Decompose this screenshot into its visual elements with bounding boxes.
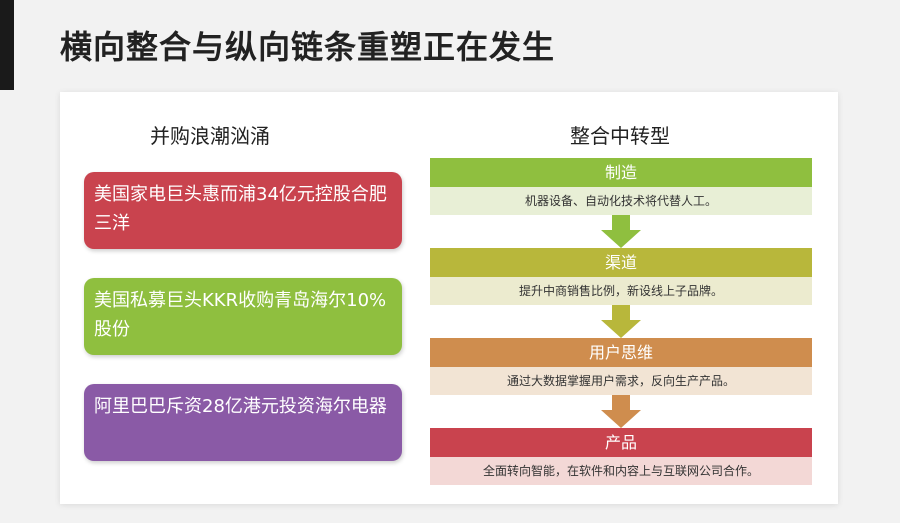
step-description: 全面转向智能，在软件和内容上与互联网公司合作。	[430, 457, 812, 485]
step-title: 用户思维	[430, 338, 812, 367]
page-title: 横向整合与纵向链条重塑正在发生	[60, 28, 556, 66]
down-arrow-icon	[601, 395, 641, 428]
arrow-shape	[601, 215, 641, 248]
right-column-title: 整合中转型	[570, 124, 670, 148]
down-arrow-icon	[601, 305, 641, 338]
merger-card-alibaba: 阿里巴巴斥资28亿港元投资海尔电器	[84, 384, 402, 461]
step-title: 产品	[430, 428, 812, 457]
step-description: 通过大数据掌握用户需求，反向生产产品。	[430, 367, 812, 395]
down-arrow-icon	[601, 215, 641, 248]
title-accent-bar	[0, 0, 14, 90]
step-description: 机器设备、自动化技术将代替人工。	[430, 187, 812, 215]
content-panel: 并购浪潮汹涌 整合中转型 美国家电巨头惠而浦34亿元控股合肥三洋 美国私募巨头K…	[60, 92, 838, 504]
arrow-shape	[601, 305, 641, 338]
left-column-title: 并购浪潮汹涌	[150, 124, 270, 148]
arrow-shape	[601, 395, 641, 428]
step-manufacturing: 制造 机器设备、自动化技术将代替人工。	[430, 158, 812, 215]
step-title: 渠道	[430, 248, 812, 277]
step-title: 制造	[430, 158, 812, 187]
step-channel: 渠道 提升中商销售比例，新设线上子品牌。	[430, 248, 812, 305]
step-user-thinking: 用户思维 通过大数据掌握用户需求，反向生产产品。	[430, 338, 812, 395]
step-description: 提升中商销售比例，新设线上子品牌。	[430, 277, 812, 305]
merger-card-whirlpool: 美国家电巨头惠而浦34亿元控股合肥三洋	[84, 172, 402, 249]
step-product: 产品 全面转向智能，在软件和内容上与互联网公司合作。	[430, 428, 812, 485]
merger-card-kkr: 美国私募巨头KKR收购青岛海尔10%股份	[84, 278, 402, 355]
